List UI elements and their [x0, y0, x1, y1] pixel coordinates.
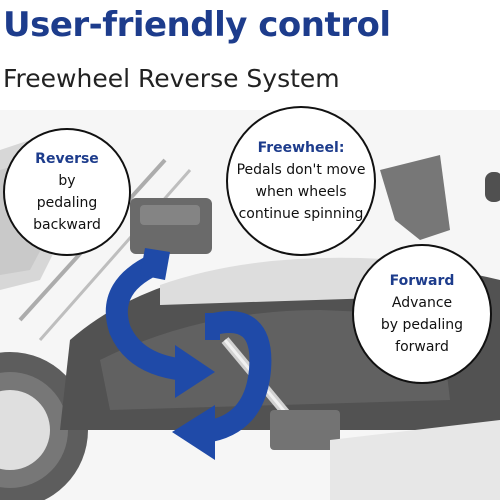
forward-line-2: by pedaling [380, 317, 464, 333]
freewheel-line-2: when wheels [255, 184, 347, 200]
page-subtitle: Freewheel Reverse System [3, 64, 340, 93]
page-title: User-friendly control [3, 5, 391, 45]
reverse-heading: Reverse [35, 151, 99, 167]
reverse-line-3: backward [33, 217, 101, 233]
reverse-callout: Reverse by pedaling backward [3, 128, 131, 256]
freewheel-line-1: Pedals don't move [236, 162, 366, 178]
reverse-line-2: pedaling [36, 195, 98, 211]
forward-line-3: forward [395, 339, 449, 355]
freewheel-callout: Freewheel: Pedals don't move when wheels… [226, 106, 376, 256]
forward-line-1: Advance [391, 295, 453, 311]
freewheel-heading: Freewheel: [257, 140, 345, 156]
freewheel-line-3: continue spinning [238, 206, 364, 222]
forward-callout: Forward Advance by pedaling forward [352, 244, 492, 384]
reverse-line-1: by [58, 173, 76, 189]
forward-heading: Forward [389, 273, 455, 289]
